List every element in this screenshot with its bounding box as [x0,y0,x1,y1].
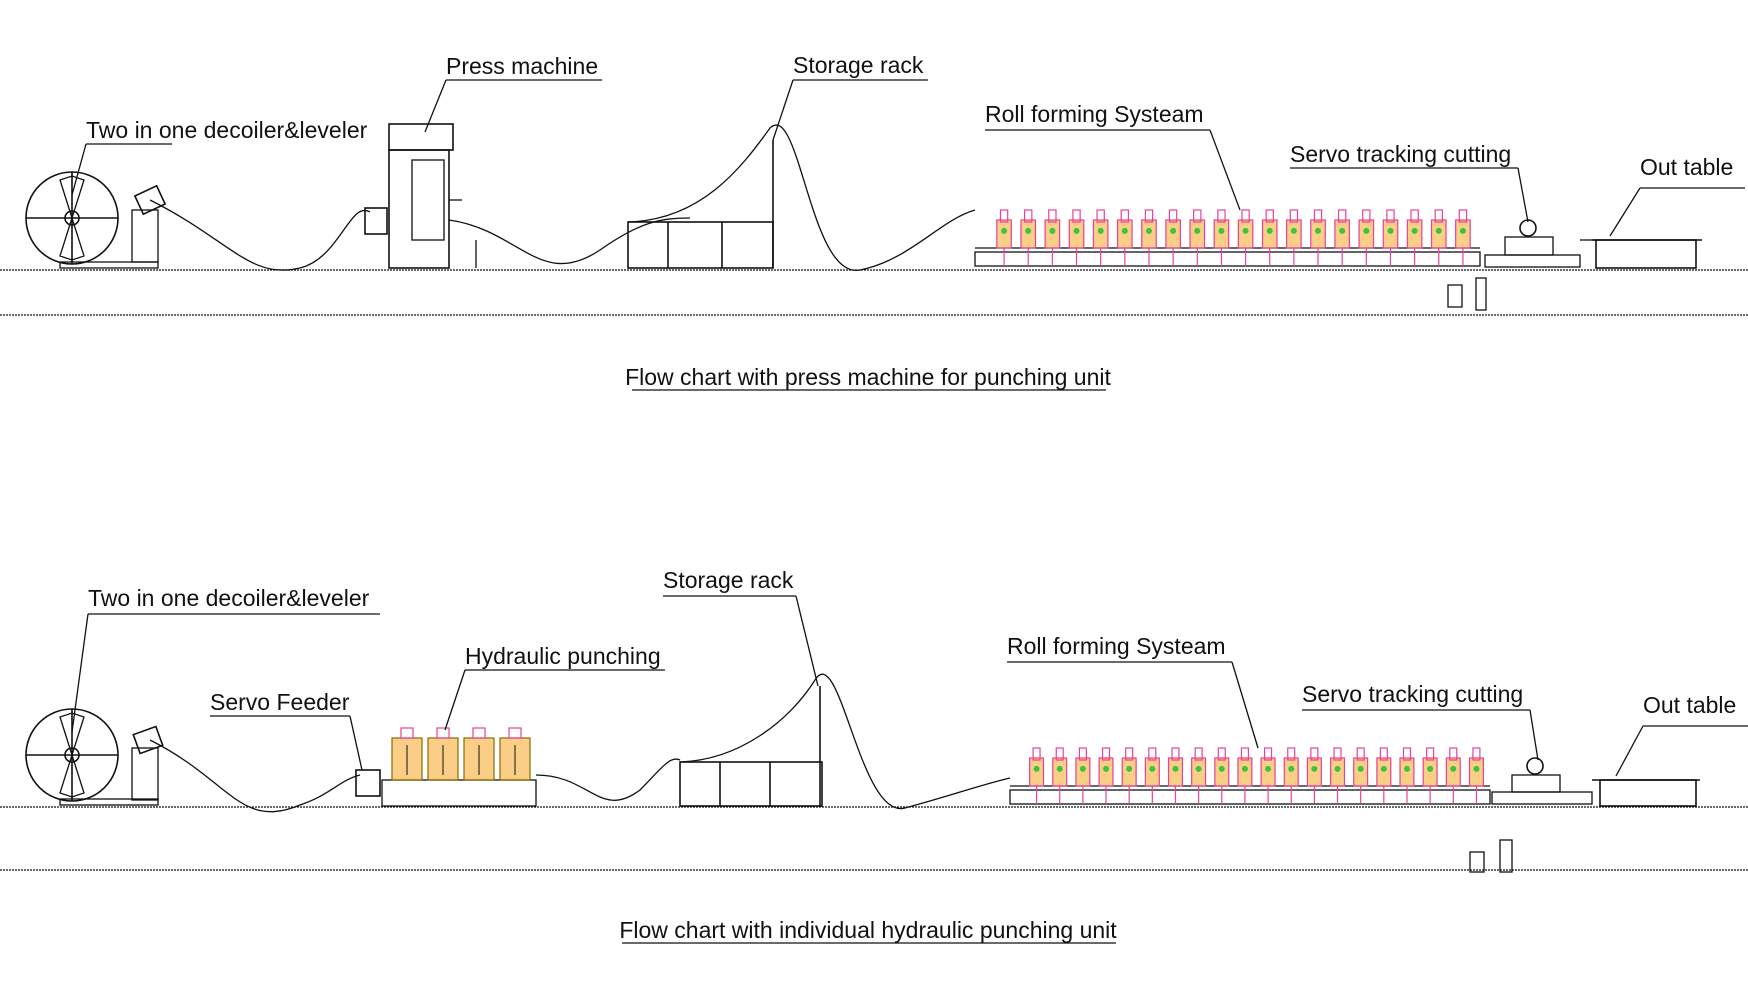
strip-curve-2b [535,758,681,801]
forming-stand [1329,747,1346,804]
forming-stand [1382,209,1399,266]
forming-stand [1422,747,1438,804]
label-out-table-2: Out table [1643,692,1736,718]
strip-curve-1b [448,217,691,265]
decoiler-leveler [25,171,167,269]
forming-stand [996,209,1012,266]
caption-1: Flow chart with press machine for punchi… [625,364,1111,390]
forming-stand [1144,747,1160,804]
label-storage-2: Storage rack [663,567,794,593]
forming-stand [1358,209,1375,266]
punch-station [463,727,495,781]
label-decoiler-2: Two in one decoiler&leveler [88,585,370,611]
forming-stand [1237,747,1253,804]
punch-station [499,727,531,781]
forming-stand [1121,747,1137,804]
forming-stand [1306,747,1322,804]
forming-stand [1092,209,1109,266]
strip-curve-2a [149,739,361,813]
forming-stand [1286,209,1302,266]
label-servo-cutting-1: Servo tracking cutting [1290,141,1511,167]
caption-2: Flow chart with individual hydraulic pun… [619,917,1117,943]
forming-stand [1353,747,1369,804]
punch-station [427,727,459,781]
forming-stand [1167,747,1184,804]
forming-stand [1098,747,1114,804]
label-hydraulic-2: Hydraulic punching [465,643,661,669]
servo-tracking-cutting-2 [1469,757,1593,873]
forming-stand [1406,209,1423,266]
forming-stand [1430,209,1447,266]
storage-rack-2 [679,686,823,807]
strip-curve-1a [149,199,371,271]
forming-stand [1283,747,1299,804]
forming-stand [1237,209,1254,266]
forming-stand [1044,209,1061,266]
hydraulic-punching-unit [381,727,537,807]
out-table-2 [1592,779,1700,807]
forming-stand [1455,209,1471,266]
press-machine [364,123,477,269]
strip-curve-2c [679,673,1011,809]
punch-station [391,727,423,781]
label-servo-cutting-2: Servo tracking cutting [1302,681,1523,707]
label-rollforming-1: Roll forming Systeam [985,101,1204,127]
forming-stand [1310,209,1326,266]
roll-forming-machine-1 [974,209,1481,267]
line-1-press-machine: Two in one decoiler&leveler Press machin… [0,52,1748,391]
servo-feeder [355,769,381,797]
forming-stand [1191,747,1207,804]
forming-stand [1141,209,1157,266]
forming-stand [1068,209,1085,266]
label-servo-feeder-2: Servo Feeder [210,689,350,715]
label-storage-1: Storage rack [793,52,924,78]
label-out-table-1: Out table [1640,154,1733,180]
forming-stand [1020,209,1037,266]
forming-stand [1260,747,1276,804]
forming-stand [1189,209,1206,266]
forming-stand [1261,209,1278,266]
label-rollforming-2: Roll forming Systeam [1007,633,1226,659]
out-table-1 [1580,239,1702,269]
decoiler-leveler-2 [25,708,164,806]
forming-stand [1334,209,1351,266]
forming-stand [1029,747,1045,804]
forming-stand [1165,209,1181,266]
forming-stand [1075,747,1091,804]
forming-stand [1445,747,1461,804]
label-press-1: Press machine [446,53,598,79]
label-decoiler-1: Two in one decoiler&leveler [86,117,368,143]
roll-forming-machine-2 [1009,747,1491,805]
line-2-hydraulic-punching: Two in one decoiler&leveler Servo Feeder… [0,567,1748,944]
strip-curve-1c [627,124,976,271]
forming-stand [1376,747,1392,804]
forming-stand [1214,747,1230,804]
forming-stand [1213,209,1230,266]
storage-rack [627,140,774,269]
forming-stand [1116,209,1133,266]
forming-stand [1468,747,1484,804]
forming-stand [1399,747,1415,804]
forming-stand [1052,747,1068,804]
